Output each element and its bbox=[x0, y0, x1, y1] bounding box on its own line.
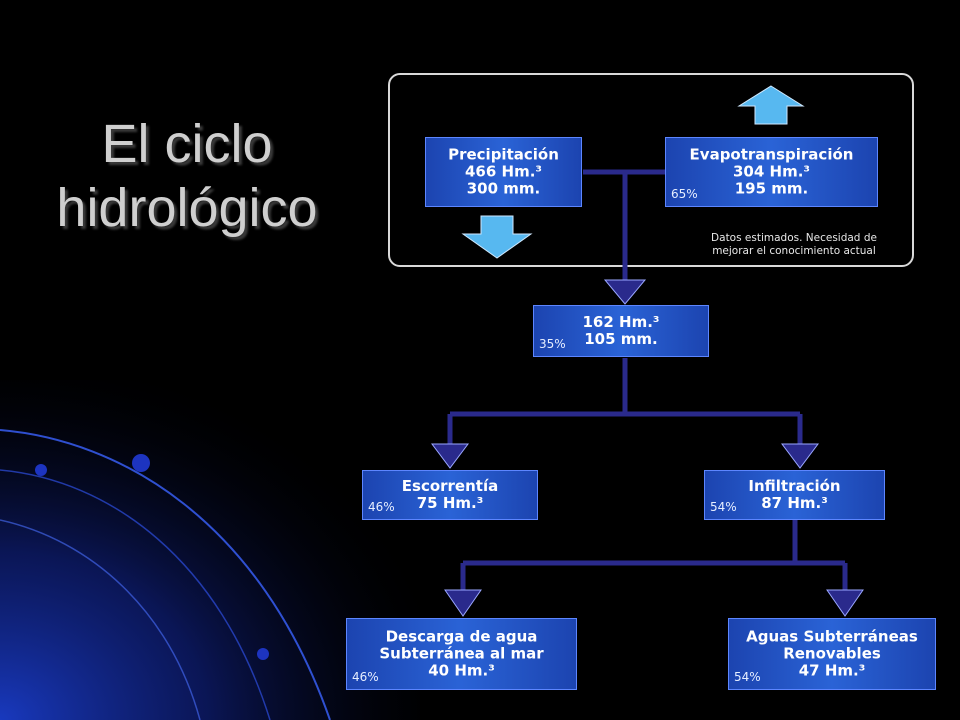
descarga-percent: 46% bbox=[352, 670, 379, 684]
box-central: 162 Hm.³ 105 mm. 35% bbox=[533, 305, 709, 357]
swirl-arc-2 bbox=[0, 469, 271, 720]
slide-title: El ciclo hidrológico bbox=[22, 112, 352, 240]
evapotranspiracion-line-1: Evapotranspiración bbox=[689, 145, 854, 164]
descarga-line-1: Descarga de agua bbox=[385, 627, 538, 646]
arrowhead-descarga bbox=[444, 589, 482, 617]
arrowhead-infiltracion bbox=[781, 443, 819, 469]
box-precipitacion: Precipitación 466 Hm.³ 300 mm. bbox=[425, 137, 582, 207]
swirl-arc-1 bbox=[0, 429, 331, 720]
box-renovables: Aguas Subterráneas Renovables 47 Hm.³ 54… bbox=[728, 618, 936, 690]
note-line-2: mejorar el conocimiento actual bbox=[712, 245, 876, 257]
precipitacion-line-1: Precipitación bbox=[448, 145, 559, 164]
estimation-note: Datos estimados. Necesidad de mejorar el… bbox=[678, 232, 910, 258]
infiltracion-line-1: Infiltración bbox=[748, 477, 841, 495]
arrowhead-renovables bbox=[826, 589, 864, 617]
title-line-2: hidrológico bbox=[56, 178, 318, 238]
title-line-1: El ciclo bbox=[101, 114, 273, 174]
box-descarga: Descarga de agua Subterránea al mar 40 H… bbox=[346, 618, 577, 690]
arrowhead-escorrentia bbox=[431, 443, 469, 469]
escorrentia-line-1: Escorrentía bbox=[401, 477, 499, 495]
swirl-dot-1 bbox=[132, 454, 150, 472]
central-percent: 35% bbox=[539, 337, 566, 351]
renovables-percent: 54% bbox=[734, 670, 761, 684]
evapotranspiracion-percent: 65% bbox=[671, 187, 698, 201]
evapotranspiracion-line-3: 195 mm. bbox=[734, 179, 809, 198]
swirl-dot-2 bbox=[35, 464, 47, 476]
central-line-1: 162 Hm.³ bbox=[582, 313, 660, 331]
box-infiltracion: Infiltración 87 Hm.³ 54% bbox=[704, 470, 885, 520]
precipitacion-line-3: 300 mm. bbox=[466, 179, 541, 198]
box-escorrentia: Escorrentía 75 Hm.³ 46% bbox=[362, 470, 538, 520]
swirl-dot-3 bbox=[257, 648, 269, 660]
evapotranspiracion-line-2: 304 Hm.³ bbox=[733, 162, 810, 181]
top-section-outline bbox=[388, 73, 914, 267]
note-line-1: Datos estimados. Necesidad de bbox=[711, 232, 877, 244]
renovables-line-2: Renovables bbox=[783, 644, 881, 663]
arrow-up-evaporation bbox=[737, 85, 805, 125]
descarga-line-2: Subterránea al mar bbox=[379, 644, 544, 663]
renovables-line-1: Aguas Subterráneas bbox=[746, 627, 918, 646]
infiltracion-percent: 54% bbox=[710, 500, 737, 514]
arrowhead-central bbox=[603, 279, 647, 305]
infiltracion-line-2: 87 Hm.³ bbox=[761, 494, 828, 512]
escorrentia-percent: 46% bbox=[368, 500, 395, 514]
escorrentia-line-2: 75 Hm.³ bbox=[416, 494, 484, 512]
box-evapotranspiracion: Evapotranspiración 304 Hm.³ 195 mm. 65% bbox=[665, 137, 878, 207]
swirl-arc-3 bbox=[0, 519, 201, 720]
descarga-line-3: 40 Hm.³ bbox=[428, 661, 495, 680]
arrow-down-precipitation bbox=[461, 215, 533, 259]
renovables-line-3: 47 Hm.³ bbox=[798, 661, 866, 680]
precipitacion-line-2: 466 Hm.³ bbox=[465, 162, 542, 181]
central-line-2: 105 mm. bbox=[584, 330, 658, 348]
